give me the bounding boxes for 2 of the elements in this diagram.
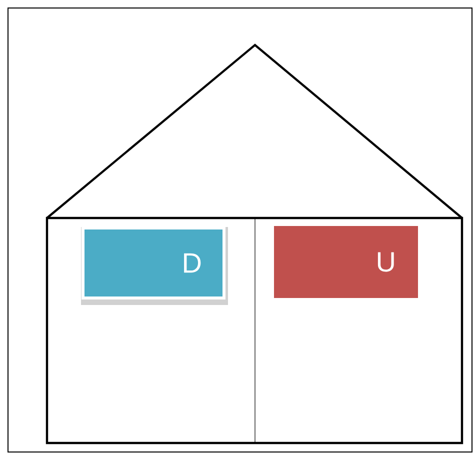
tag-box: D	[81, 226, 228, 305]
tag-box: U	[274, 226, 418, 298]
